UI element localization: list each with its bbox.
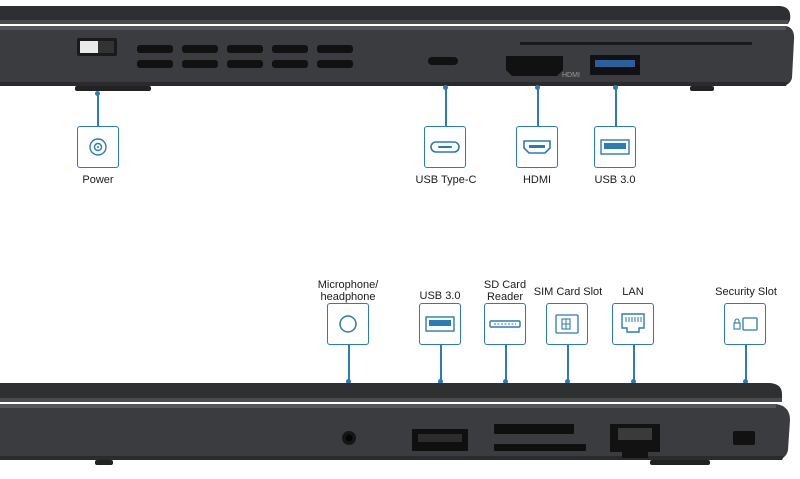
security-leader-line [745, 345, 747, 381]
laptop-bottom-view [0, 383, 790, 465]
sd-label-line1: SD Card [483, 279, 527, 291]
hdmi-engraving: HDMI [562, 72, 580, 79]
usb3-bottom-icon-box [419, 303, 461, 345]
lan-icon-box [612, 303, 654, 345]
usb3-bottom-leader-line [440, 345, 442, 381]
sim-card-icon [555, 314, 579, 334]
usb-c-icon [430, 141, 460, 153]
usb3-top-leader-dot [613, 85, 618, 90]
lan-leader-dot [631, 379, 636, 384]
usb3-top-icon-box [594, 126, 636, 168]
security-icon-box [724, 303, 766, 345]
usb3-top-label: USB 3.0 [594, 174, 636, 186]
sd-card-slot-icon [489, 320, 521, 328]
usb3-top-leader-line [615, 87, 617, 126]
security-leader-dot [743, 379, 748, 384]
hdmi-label: HDMI [522, 174, 552, 186]
power-icon [89, 138, 107, 156]
usb-c-leader-line [445, 87, 447, 126]
power-label: Power [82, 174, 114, 186]
usb3-top-icon [600, 139, 630, 155]
sd-icon-box [484, 303, 526, 345]
sim-label: SIM Card Slot [533, 286, 603, 298]
mic-leader-dot [346, 379, 351, 384]
mic-leader-line [348, 345, 350, 381]
usb3-bottom-icon [425, 316, 455, 332]
usb-c-leader-dot [443, 85, 448, 90]
hdmi-icon-box [516, 126, 558, 168]
hdmi-icon [523, 140, 551, 154]
laptop-top-view [0, 6, 795, 91]
sd-leader-line [505, 345, 507, 381]
sim-leader-line [567, 345, 569, 381]
lan-label: LAN [622, 286, 644, 298]
sd-label-line2: Reader [486, 291, 524, 303]
hdmi-leader-dot [535, 85, 540, 90]
mic-label-line2: headphone [320, 291, 376, 303]
security-label: Security Slot [715, 286, 777, 298]
lan-port-icon [621, 313, 645, 333]
power-leader-line [97, 93, 99, 126]
usb3-bottom-label: USB 3.0 [419, 290, 461, 302]
hdmi-leader-line [537, 87, 539, 126]
sim-icon-box [546, 303, 588, 345]
usb3-bottom-leader-dot [438, 379, 443, 384]
lan-leader-line [633, 345, 635, 381]
usb-c-label: USB Type-C [415, 174, 477, 186]
mic-icon-box [327, 303, 369, 345]
power-port-icon-box [77, 126, 119, 168]
security-lock-icon [733, 317, 758, 331]
usb-c-icon-box [424, 126, 466, 168]
mic-label-line1: Microphone/ [317, 279, 379, 291]
sd-leader-dot [503, 379, 508, 384]
power-leader-dot [95, 91, 100, 96]
headphone-jack-icon [339, 315, 357, 333]
sim-leader-dot [565, 379, 570, 384]
